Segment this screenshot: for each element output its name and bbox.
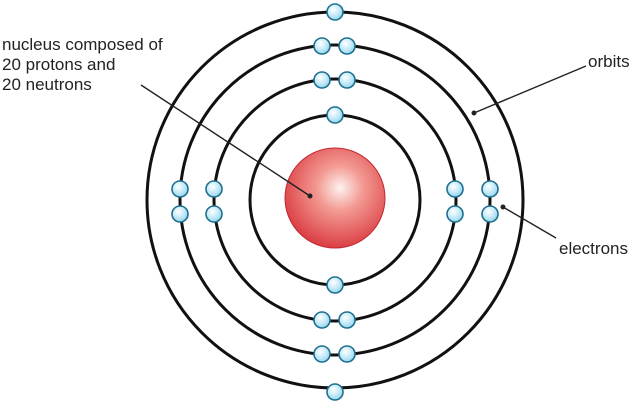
electron <box>338 311 356 329</box>
electron <box>205 180 223 198</box>
electrons-group <box>171 3 499 401</box>
nucleus-leader-dot <box>307 193 313 199</box>
electron <box>481 205 499 223</box>
electron <box>313 345 331 363</box>
electron <box>326 276 344 294</box>
electrons-label: electrons <box>559 239 628 258</box>
electron <box>338 71 356 89</box>
nucleus-label-line-3: 20 neutrons <box>2 75 92 94</box>
electron <box>446 205 464 223</box>
nucleus-leader-line <box>140 84 311 197</box>
electron <box>446 180 464 198</box>
electrons-leader-line <box>502 206 557 239</box>
electron <box>313 71 331 89</box>
nucleus-label-line-1: nucleus composed of <box>2 35 163 54</box>
orbits-leader-line <box>473 65 587 114</box>
electron <box>205 205 223 223</box>
electron <box>171 180 189 198</box>
nucleus <box>284 147 386 249</box>
electron <box>338 345 356 363</box>
electron <box>171 205 189 223</box>
electron <box>326 3 344 21</box>
electron <box>313 37 331 55</box>
electrons-leader-dot <box>500 204 506 210</box>
electron <box>338 37 356 55</box>
orbit-3 <box>178 43 492 357</box>
electron <box>481 180 499 198</box>
electron <box>326 383 344 401</box>
orbits-leader-dot <box>471 110 477 116</box>
orbit-2 <box>212 77 458 323</box>
nucleus-label: nucleus composed of 20 protons and 20 ne… <box>2 35 163 95</box>
electron <box>313 311 331 329</box>
electron <box>326 106 344 124</box>
nucleus-label-line-2: 20 protons and <box>2 55 116 74</box>
orbits-label: orbits <box>588 52 630 71</box>
